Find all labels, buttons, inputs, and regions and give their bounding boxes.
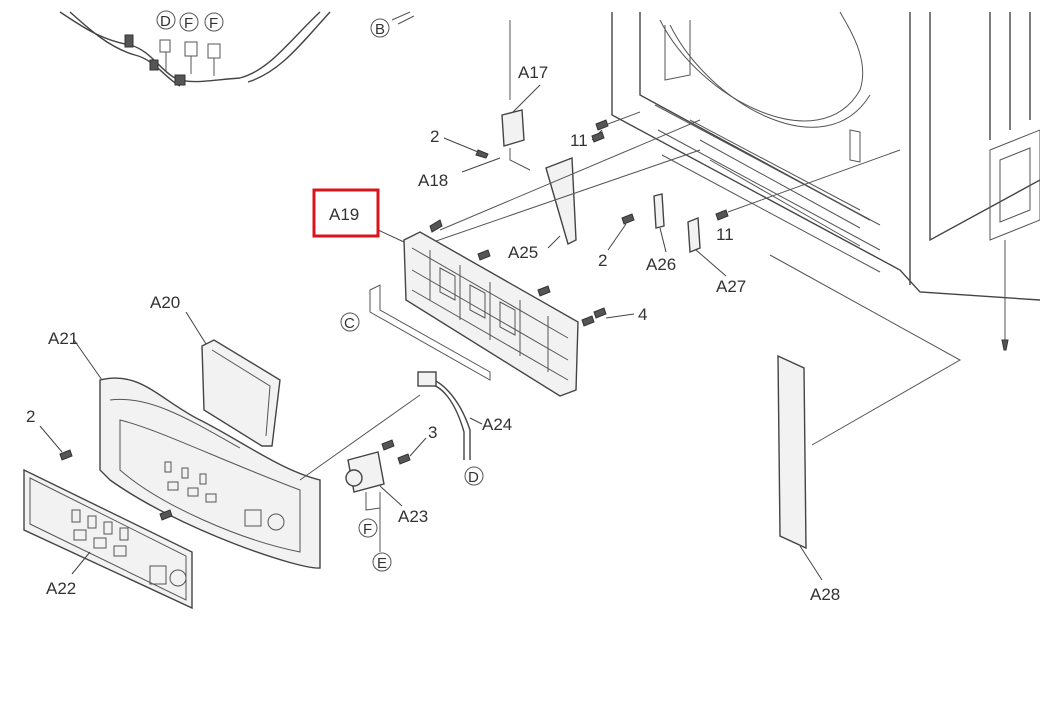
label-screw-3: 3 (428, 423, 437, 442)
connector-label-d: D (160, 13, 171, 30)
connector-label-d: D (468, 469, 479, 486)
label-screw-11: 11 (716, 225, 734, 244)
screw-11-upper: 11 (570, 111, 641, 150)
part-a17-bracket: A17 (501, 20, 548, 171)
connector-label-f: F (184, 15, 193, 32)
part-a22-overlay: A22 (23, 468, 193, 610)
label-a28: A28 (810, 585, 840, 604)
part-a26-bracket: A26 (646, 193, 676, 274)
label-a17: A17 (518, 63, 548, 82)
part-a24-harness: A24 (299, 371, 512, 481)
part-a18-clip: A18 (418, 157, 501, 190)
connector-f-top-2: F (204, 12, 224, 32)
label-a18: A18 (418, 171, 448, 190)
connector-f-bottom: F (358, 518, 378, 538)
assembly-guide-lines (409, 119, 962, 446)
label-screw-2: 2 (26, 407, 35, 426)
label-screw-2: 2 (430, 127, 439, 146)
screw-11-lower: 11 (715, 149, 901, 244)
screw-4: 4 (581, 305, 647, 327)
screw-2-mid: 2 (598, 213, 635, 270)
connector-label-c: C (344, 315, 355, 332)
connector-e: E (372, 492, 392, 572)
connector-label-b: B (375, 21, 385, 38)
connector-c-frame: C (340, 284, 491, 381)
connector-d-bottom: D (464, 466, 484, 486)
part-a21-control-panel: A21 (48, 329, 321, 569)
label-screw-11: 11 (570, 131, 588, 150)
connector-label-f: F (363, 521, 372, 538)
connector-label-f: F (209, 15, 218, 32)
label-a21: A21 (48, 329, 78, 348)
label-a27: A27 (716, 277, 746, 296)
connector-f-top-1: F (179, 12, 199, 32)
label-screw-2: 2 (598, 251, 607, 270)
screw-2-upper: 2 (430, 127, 489, 159)
part-a19-pcb-bracket (377, 219, 579, 397)
connector-d-top: D (156, 10, 176, 30)
label-a26: A26 (646, 255, 676, 274)
label-a23: A23 (398, 507, 428, 526)
part-a25-duct: A25 (508, 156, 577, 262)
highlighted-part-callout: A19 (312, 188, 380, 238)
part-a23-knob-switch: A23 (345, 451, 428, 526)
screw-3: 3 (381, 423, 437, 465)
part-a27-plate: A27 (687, 216, 746, 296)
label-screw-4: 4 (638, 305, 647, 324)
label-a20: A20 (150, 293, 180, 312)
label-a24: A24 (482, 415, 512, 434)
connector-b: B (370, 11, 415, 38)
dryer-cabinet (611, 11, 1040, 351)
label-a22: A22 (46, 579, 76, 598)
wire-harness (59, 11, 331, 87)
part-a28-strip: A28 (777, 354, 840, 604)
screw-2-left: 2 (26, 407, 173, 521)
highlight-box (312, 188, 380, 238)
label-a25: A25 (508, 243, 538, 262)
part-a20-panel-bracket: A20 (150, 293, 281, 447)
label-a19: A19 (329, 205, 359, 224)
connector-label-e: E (377, 555, 387, 572)
